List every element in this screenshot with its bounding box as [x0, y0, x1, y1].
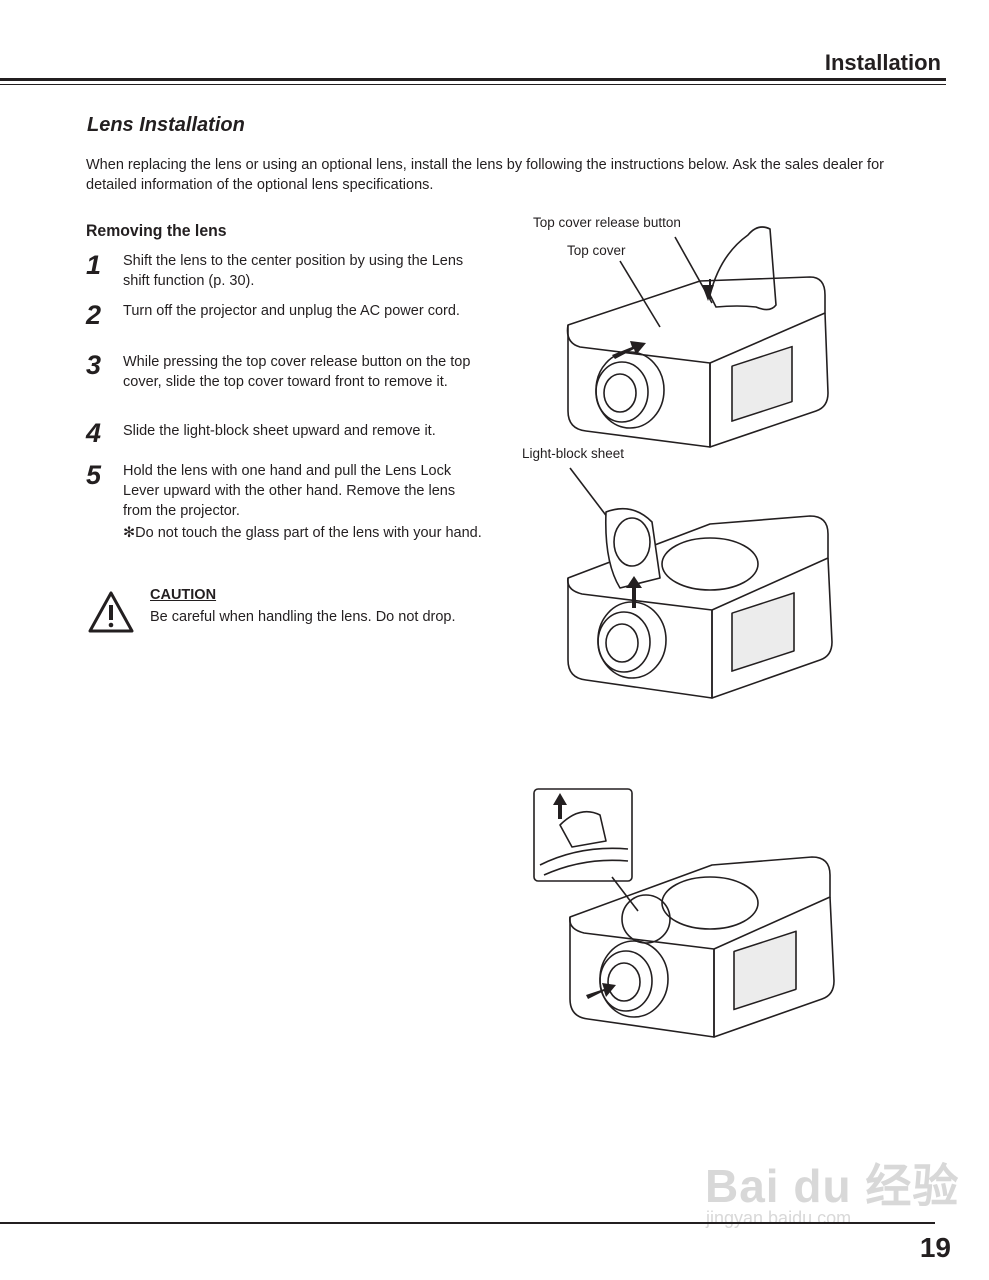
section-title: Installation — [824, 50, 941, 75]
step-text-3: While pressing the top cover release but… — [123, 354, 471, 390]
bottom-rule — [0, 1222, 935, 1224]
removing-heading: Removing the lens — [86, 221, 227, 240]
step-text-4: Slide the light-block sheet upward and r… — [123, 423, 436, 439]
lens-note: ✻Do not touch the glass part of the lens… — [123, 525, 482, 541]
label-top-cover-release-button: Top cover release button — [533, 215, 681, 230]
intro-paragraph: When replacing the lens or using an opti… — [86, 157, 884, 193]
figure-top-cover-removal — [566, 226, 829, 448]
step-text-5: Hold the lens with one hand and pull the… — [123, 463, 456, 519]
label-top-cover: Top cover — [567, 243, 626, 258]
caution-title: CAUTION — [150, 587, 217, 603]
warning-icon — [88, 591, 134, 633]
top-rule — [0, 78, 946, 81]
step-number-4: 4 — [86, 418, 102, 448]
page-title: Lens Installation — [87, 114, 245, 136]
label-light-block-sheet: Light-block sheet — [522, 446, 625, 461]
step-number-2: 2 — [86, 300, 102, 330]
step-text-2: Turn off the projector and unplug the AC… — [123, 303, 460, 319]
step-text-1: Shift the lens to the center position by… — [123, 253, 464, 289]
step-number-3: 3 — [86, 350, 102, 380]
page-number: 19 — [919, 1232, 951, 1263]
top-rule-thin — [0, 84, 946, 85]
watermark-logo: Bai du 经验 — [705, 1160, 960, 1212]
watermark-url: jingyan.baidu.com — [706, 1208, 852, 1228]
figure-lens-removal — [533, 788, 835, 1038]
step-number-1: 1 — [86, 250, 102, 280]
caution-text: Be careful when handling the lens. Do no… — [150, 609, 456, 625]
step-number-5: 5 — [86, 460, 102, 490]
figure-light-block-sheet — [566, 467, 833, 699]
